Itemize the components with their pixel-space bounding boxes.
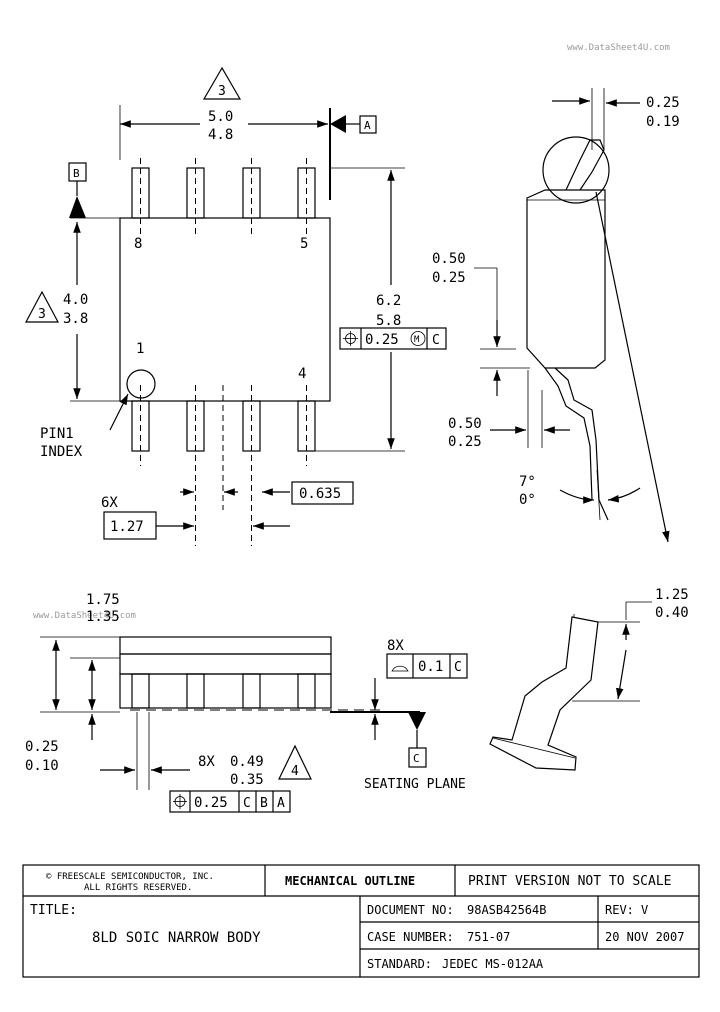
- pin-8-label: 8: [134, 236, 142, 252]
- fcf-position-tol: 0.25: [365, 332, 399, 348]
- pitch-half: 0.635: [299, 486, 341, 502]
- datum-a-triangle: [330, 115, 346, 133]
- title-label: TITLE:: [30, 903, 77, 918]
- body-length-min: 4.8: [208, 127, 233, 143]
- copyright-line1: © FREESCALE SEMICONDUCTOR, INC.: [46, 872, 214, 882]
- pin-4-label: 4: [298, 366, 306, 382]
- end-view-body: [119, 636, 332, 655]
- overall-width-max: 6.2: [376, 293, 401, 309]
- case-label: CASE NUMBER:: [367, 930, 454, 944]
- coplan-tol: 0.1: [418, 659, 443, 675]
- fcf-lead-datum2: B: [260, 796, 268, 811]
- fcf-lead-tol: 0.25: [194, 795, 228, 811]
- height-min: 1.35: [86, 609, 120, 625]
- datum-c-label: C: [413, 752, 420, 765]
- chamfer-min: 0.25: [432, 270, 466, 286]
- lead-width-min: 0.35: [230, 772, 264, 788]
- rev-label: REV:: [605, 903, 634, 917]
- lead-thickness-max: 0.25: [646, 95, 680, 111]
- foot-min: 0.25: [448, 434, 482, 450]
- lead-thickness-min: 0.19: [646, 114, 680, 130]
- standoff-min: 0.10: [25, 758, 59, 774]
- seating-plane-label: SEATING PLANE: [364, 777, 466, 792]
- datum-b-triangle: [69, 196, 86, 218]
- foot-length-min: 0.40: [655, 605, 689, 621]
- copyright-line2: ALL RIGHTS RESERVED.: [84, 883, 192, 893]
- end-view: www.DataSheet4U.com 1.75 1.35 0.25 0.10 …: [25, 592, 468, 813]
- pin-1-label: 1: [136, 341, 144, 357]
- top-view: 8 5 1 4 PIN1 INDEX 5.0 4.8 3 A B 4.0 3.8: [25, 66, 447, 546]
- document-value: 98ASB42564B: [467, 903, 546, 917]
- side-detail-view: 0.25 0.19 0.50 0.25 0.50 0.25 7° 0°: [432, 88, 680, 543]
- pitch-count: 6X: [101, 495, 118, 511]
- overall-width-min: 5.8: [376, 313, 401, 329]
- datum-a-label: A: [364, 119, 371, 132]
- standoff-max: 0.25: [25, 739, 59, 755]
- coplan-count: 8X: [387, 638, 404, 654]
- fcf-lead-datum3: A: [277, 796, 285, 811]
- note-3-left: 3: [38, 307, 46, 322]
- pitch-value: 1.27: [110, 519, 144, 535]
- height-max: 1.75: [86, 592, 120, 608]
- coplan-datum: C: [454, 660, 462, 675]
- watermark-2: www.DataSheet4U.com: [33, 611, 136, 621]
- coplanarity-frame: 0.1 C: [386, 653, 468, 679]
- document-label: DOCUMENT NO:: [367, 903, 454, 917]
- chamfer-max: 0.50: [432, 251, 466, 267]
- foot-detail-view: 1.25 0.40: [489, 587, 689, 771]
- body-length-max: 5.0: [208, 109, 233, 125]
- angle-min: 0°: [519, 492, 536, 508]
- body-width-min: 3.8: [63, 311, 88, 327]
- datum-b-label: B: [73, 167, 80, 180]
- pin1-index-label: PIN1: [40, 426, 74, 442]
- standard-value: JEDEC MS-012AA: [442, 957, 544, 971]
- lead-count: 8X: [198, 754, 215, 770]
- print-note: PRINT VERSION NOT TO SCALE: [468, 874, 672, 889]
- pin1-index-circle: [126, 369, 156, 399]
- foot-max: 0.50: [448, 416, 482, 432]
- lower-leads: [131, 385, 316, 546]
- position-tolerance-frame: 0.25 M C: [339, 327, 447, 350]
- package-body: [119, 217, 331, 402]
- pin-5-label: 5: [300, 236, 308, 252]
- revision-date: 20 NOV 2007: [605, 930, 684, 944]
- lead-position-frame: 0.25 C B A: [169, 790, 291, 813]
- angle-max: 7°: [519, 474, 536, 490]
- standard-label: STANDARD:: [367, 957, 432, 971]
- datum-c-triangle: [408, 712, 426, 730]
- note-3-top: 3: [218, 84, 226, 99]
- note-4: 4: [291, 764, 299, 779]
- document-title: 8LD SOIC NARROW BODY: [92, 930, 261, 946]
- watermark: www.DataSheet4U.com: [567, 43, 670, 53]
- body-width-max: 4.0: [63, 292, 88, 308]
- case-value: 751-07: [467, 930, 510, 944]
- lead-width-max: 0.49: [230, 754, 264, 770]
- fcf-position-datum: C: [432, 333, 440, 348]
- foot-length-max: 1.25: [655, 587, 689, 603]
- fcf-position-mod: M: [414, 335, 420, 345]
- heading: MECHANICAL OUTLINE: [285, 874, 415, 888]
- fcf-lead-datum1: C: [243, 796, 251, 811]
- pin1-index-label-2: INDEX: [40, 444, 83, 460]
- rev-value: V: [641, 903, 648, 917]
- title-block: © FREESCALE SEMICONDUCTOR, INC. ALL RIGH…: [22, 864, 700, 978]
- upper-leads: [131, 158, 316, 236]
